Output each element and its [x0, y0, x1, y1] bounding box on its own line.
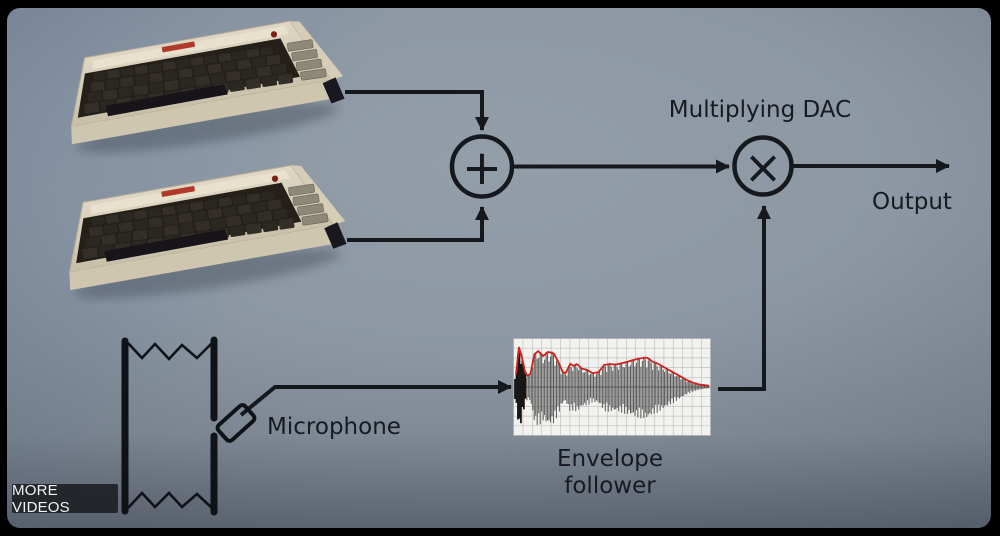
envelope-follower-image [513, 338, 711, 436]
plus-icon: + [462, 140, 502, 196]
spring-bottom [127, 491, 213, 509]
label-multiplying-dac: Multiplying DAC [668, 97, 852, 123]
wire-keyboard2-to-summer [347, 206, 489, 242]
summing-node: + [449, 134, 515, 199]
keyboard-function-keys [287, 39, 327, 81]
multiply-icon: × [744, 140, 783, 194]
membrane-sketch [121, 336, 257, 516]
more-videos-button[interactable]: MORE VIDEOS [12, 481, 118, 516]
label-envelope-line2: follower [564, 473, 656, 499]
label-envelope-follower: Envelope follower [557, 446, 663, 500]
label-envelope-line1: Envelope [556, 446, 664, 472]
spring-top [127, 342, 213, 361]
label-output: Output [872, 189, 952, 215]
commodore64-keyboard-image-top [70, 20, 345, 153]
microphone-icon [215, 403, 257, 443]
commodore64-keyboard-image-bottom [68, 164, 347, 299]
wire-envelope-to-multiplier [718, 205, 771, 391]
multiplier-node: × [732, 135, 794, 197]
wire-microphone-to-envelope [239, 380, 512, 417]
more-videos-label: MORE VIDEOS [12, 481, 70, 516]
diagram-overlay: + × [121, 90, 950, 516]
video-frame[interactable]: + × Multiplying DAC Output Microphone En… [7, 8, 991, 528]
keyboard-function-keys [288, 183, 329, 226]
wire-keyboard1-to-summer [345, 90, 489, 131]
label-microphone: Microphone [267, 414, 401, 440]
